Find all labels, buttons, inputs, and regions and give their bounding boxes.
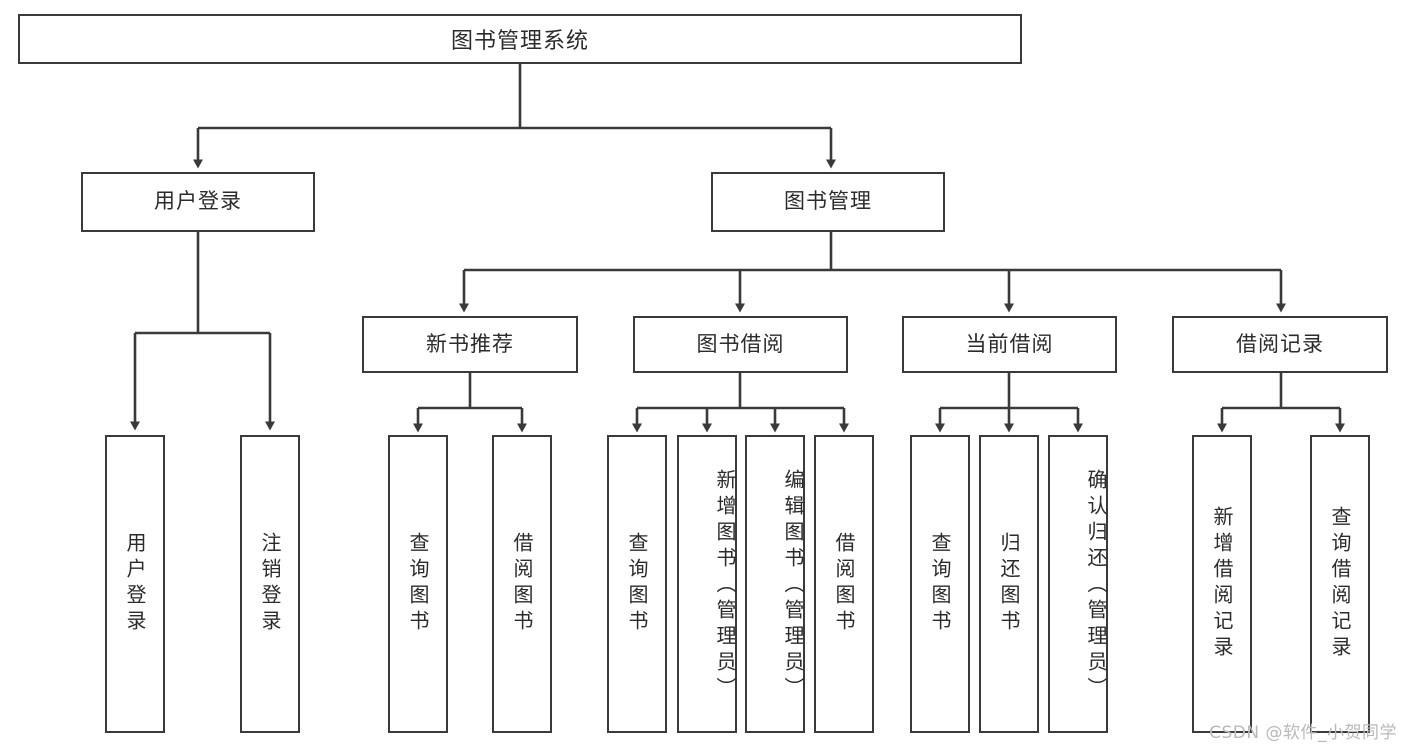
node-leaf-search-borrow-record-label: 查询借阅记录 bbox=[1328, 506, 1352, 662]
node-leaf-add-book-admin[interactable]: 新增图书（管理员） bbox=[677, 435, 737, 733]
node-leaf-logout[interactable]: 注销登录 bbox=[240, 435, 300, 733]
node-leaf-borrow-book-label: 借阅图书 bbox=[832, 532, 856, 636]
node-book-management-label: 图书管理 bbox=[784, 189, 872, 214]
node-borrow-record[interactable]: 借阅记录 bbox=[1172, 316, 1388, 373]
node-leaf-return-book[interactable]: 归还图书 bbox=[979, 435, 1039, 733]
node-leaf-edit-book-admin[interactable]: 编辑图书（管理员） bbox=[745, 435, 805, 733]
node-current-borrow[interactable]: 当前借阅 bbox=[902, 316, 1117, 373]
node-leaf-confirm-return-admin-label: 确认归还（管理员） bbox=[1084, 469, 1108, 703]
node-new-book-recommend-label: 新书推荐 bbox=[426, 331, 514, 356]
node-leaf-add-book-admin-label: 新增图书（管理员） bbox=[713, 469, 737, 703]
node-borrow-record-label: 借阅记录 bbox=[1236, 331, 1324, 356]
node-leaf-search-book-recommend[interactable]: 查询图书 bbox=[388, 435, 448, 733]
node-leaf-add-borrow-record-label: 新增借阅记录 bbox=[1210, 506, 1234, 662]
node-root-book-management-system[interactable]: 图书管理系统 bbox=[18, 14, 1022, 64]
node-book-borrow[interactable]: 图书借阅 bbox=[633, 316, 848, 373]
node-leaf-edit-book-admin-label: 编辑图书（管理员） bbox=[781, 469, 805, 703]
node-user-login[interactable]: 用户登录 bbox=[81, 172, 315, 232]
node-current-borrow-label: 当前借阅 bbox=[965, 331, 1054, 356]
node-leaf-add-borrow-record[interactable]: 新增借阅记录 bbox=[1192, 435, 1252, 733]
node-new-book-recommend[interactable]: 新书推荐 bbox=[362, 316, 578, 373]
watermark-text: CSDN @软件_小贺同学 bbox=[1209, 723, 1397, 743]
node-leaf-borrow-book[interactable]: 借阅图书 bbox=[814, 435, 874, 733]
node-leaf-search-borrow-record[interactable]: 查询借阅记录 bbox=[1310, 435, 1370, 733]
node-leaf-logout-label: 注销登录 bbox=[258, 532, 282, 636]
node-leaf-search-book-current[interactable]: 查询图书 bbox=[910, 435, 970, 733]
node-leaf-borrow-book-recommend-label: 借阅图书 bbox=[510, 532, 534, 636]
node-leaf-user-login-label: 用户登录 bbox=[123, 532, 147, 636]
node-leaf-search-book-borrow-label: 查询图书 bbox=[625, 532, 649, 636]
node-leaf-search-book-recommend-label: 查询图书 bbox=[406, 532, 430, 636]
node-book-borrow-label: 图书借阅 bbox=[696, 331, 785, 356]
node-leaf-search-book-current-label: 查询图书 bbox=[928, 532, 952, 636]
node-leaf-confirm-return-admin[interactable]: 确认归还（管理员） bbox=[1048, 435, 1108, 733]
node-leaf-search-book-borrow[interactable]: 查询图书 bbox=[607, 435, 667, 733]
node-root-label: 图书管理系统 bbox=[450, 29, 589, 54]
node-leaf-return-book-label: 归还图书 bbox=[997, 532, 1021, 636]
node-leaf-user-login[interactable]: 用户登录 bbox=[105, 435, 165, 733]
node-book-management[interactable]: 图书管理 bbox=[711, 172, 945, 232]
node-user-login-label: 用户登录 bbox=[154, 189, 242, 214]
node-leaf-borrow-book-recommend[interactable]: 借阅图书 bbox=[492, 435, 552, 733]
